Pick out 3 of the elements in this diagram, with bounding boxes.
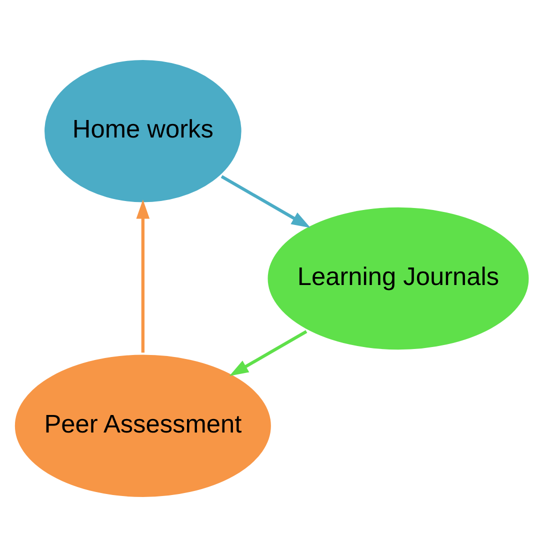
arrow xyxy=(229,330,308,376)
arrow xyxy=(220,174,311,228)
arrow xyxy=(136,199,150,352)
